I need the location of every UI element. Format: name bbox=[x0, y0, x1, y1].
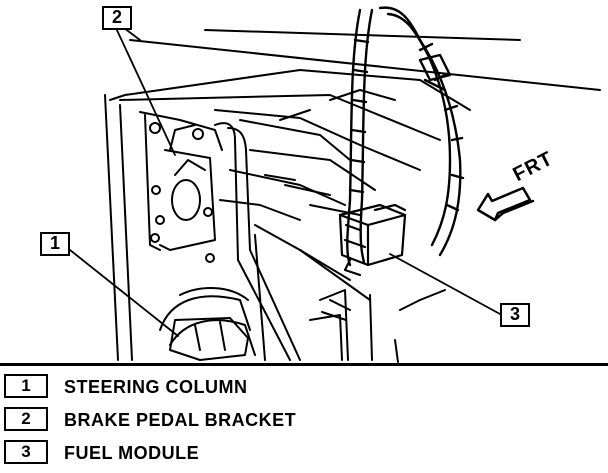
legend-item-fuel-module: 3 FUEL MODULE bbox=[4, 440, 604, 473]
legend-number: 1 bbox=[4, 374, 48, 398]
legend-label: STEERING COLUMN bbox=[64, 377, 248, 397]
legend: 1 STEERING COLUMN 2 BRAKE PEDAL BRACKET … bbox=[4, 374, 604, 473]
legend-label: BRAKE PEDAL BRACKET bbox=[64, 410, 297, 430]
front-direction-arrow bbox=[476, 186, 535, 222]
legend-number: 3 bbox=[4, 440, 48, 464]
legend-label: FUEL MODULE bbox=[64, 443, 200, 463]
kick-panel-art bbox=[254, 224, 446, 363]
callout-1: 1 bbox=[40, 232, 70, 256]
legend-divider bbox=[0, 363, 608, 366]
legend-item-brake-pedal-bracket: 2 BRAKE PEDAL BRACKET bbox=[4, 407, 604, 440]
fuel-module-art bbox=[338, 203, 407, 277]
wiring-harness-art bbox=[346, 6, 465, 267]
brake-pedal-bracket-art bbox=[104, 94, 223, 361]
callout-2: 2 bbox=[102, 6, 132, 30]
dash-panel-lines bbox=[109, 29, 601, 221]
legend-item-steering-column: 1 STEERING COLUMN bbox=[4, 374, 604, 407]
callout-3: 3 bbox=[500, 303, 530, 327]
leader-lines bbox=[69, 27, 501, 337]
legend-number: 2 bbox=[4, 407, 48, 431]
steering-column-art bbox=[159, 122, 301, 361]
